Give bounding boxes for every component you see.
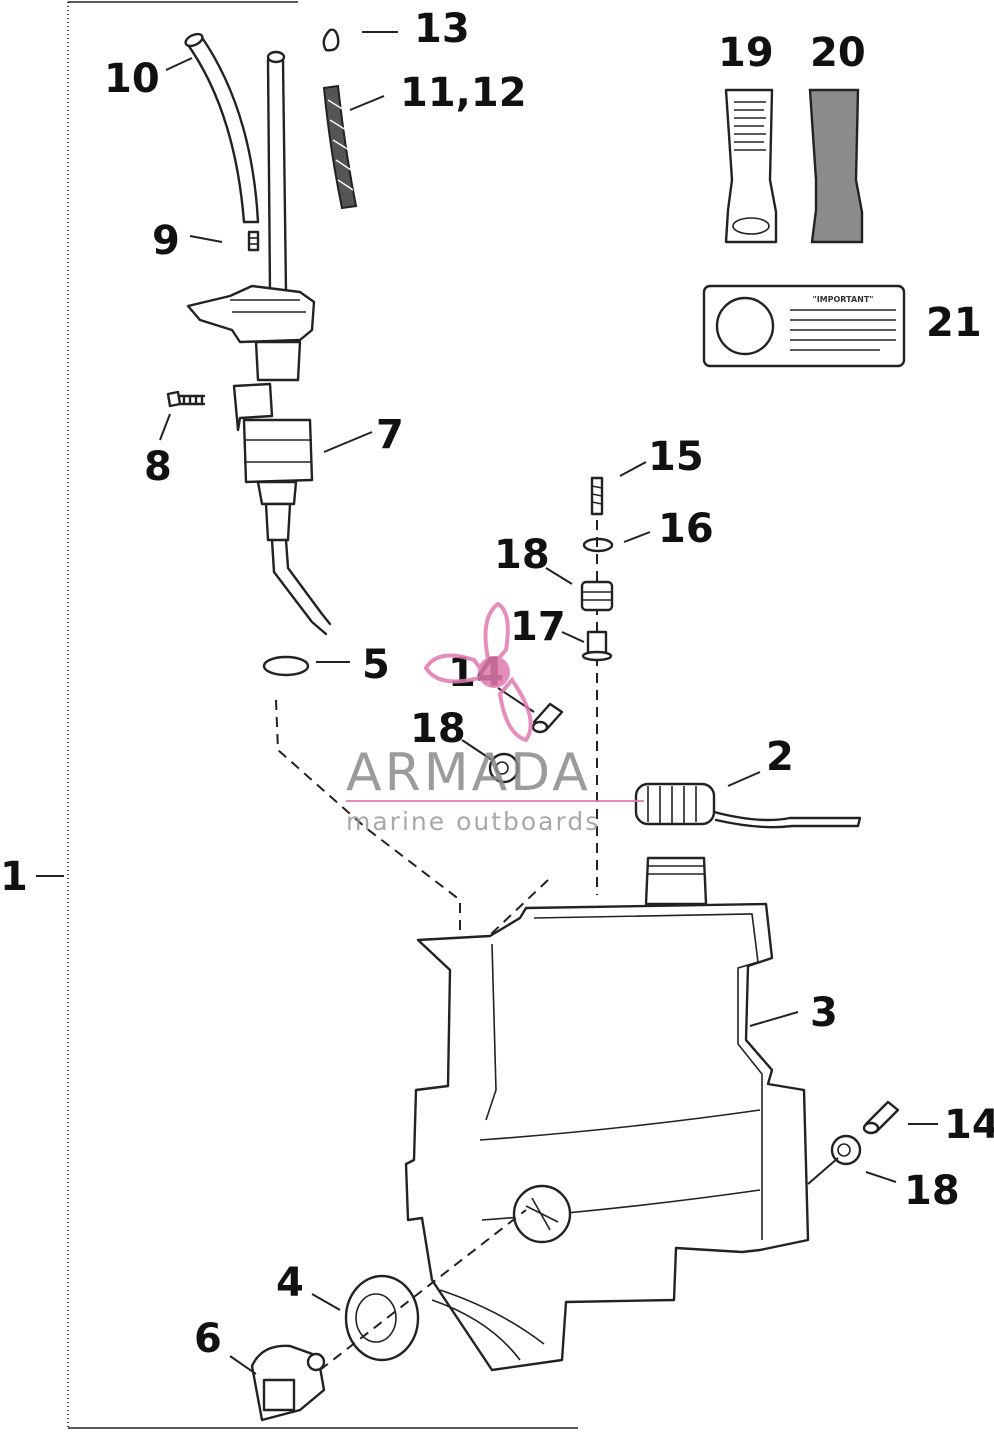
grommet-18-upper: [580, 580, 614, 612]
assembly-bracket: [36, 1, 578, 1429]
callout-8: 8: [144, 444, 172, 490]
callout-13: 13: [414, 6, 470, 52]
callout-14-right: 14: [944, 1102, 994, 1148]
screw-8: [166, 390, 206, 408]
clamp-13: [322, 28, 340, 52]
callout-5: 5: [362, 642, 390, 688]
callout-20: 20: [810, 30, 866, 76]
oil-tank-3: [404, 856, 810, 1372]
decal-21: "IMPORTANT": [702, 284, 906, 368]
callout-11-12: 11,12: [400, 70, 527, 116]
armada-watermark: ARMADA marine outboards: [346, 601, 644, 836]
decal-heading: "IMPORTANT": [813, 295, 874, 304]
leader-lines: [159, 31, 938, 1375]
pin-14-right: [862, 1100, 900, 1135]
assembly-axis-grommet: [319, 1209, 527, 1371]
callout-6: 6: [194, 1316, 222, 1362]
pin-14-upper: [531, 702, 564, 734]
vapor-hose: [266, 50, 288, 294]
callout-18-upper: 18: [494, 532, 550, 578]
watermark-brand: ARMADA: [346, 743, 591, 803]
callout-18-middle: 18: [410, 706, 466, 752]
oil-pickup-7: [186, 284, 332, 636]
screw-15: [590, 476, 604, 516]
callout-19: 19: [718, 30, 774, 76]
grommet-18-right: [830, 1134, 862, 1166]
callout-21: 21: [926, 300, 982, 346]
callout-18-right: 18: [904, 1168, 960, 1214]
callout-3: 3: [810, 990, 838, 1036]
screw-9: [247, 230, 260, 252]
decal-19: [724, 88, 778, 244]
sleeve-11-12: [322, 84, 358, 210]
fitting-6: [250, 1344, 326, 1422]
decal-20: [808, 88, 864, 244]
callout-15: 15: [648, 434, 704, 480]
grommet-4: [344, 1274, 420, 1362]
callout-17: 17: [510, 604, 566, 650]
fuel-hose-10: [184, 32, 260, 224]
callout-16: 16: [658, 506, 714, 552]
o-ring-5: [262, 655, 310, 677]
grommet-18-middle: [488, 752, 520, 784]
callout-7: 7: [376, 412, 404, 458]
propeller-logo-icon: [423, 601, 533, 743]
sleeve-17: [581, 630, 613, 662]
callout-4: 4: [276, 1260, 304, 1306]
watermark-tagline: marine outboards: [346, 807, 600, 836]
callout-2: 2: [766, 734, 794, 780]
callout-1: 1: [0, 854, 28, 900]
callout-10: 10: [104, 56, 160, 102]
washer-16: [582, 537, 614, 553]
tank-cap-2: [634, 782, 862, 829]
callout-9: 9: [152, 218, 180, 264]
